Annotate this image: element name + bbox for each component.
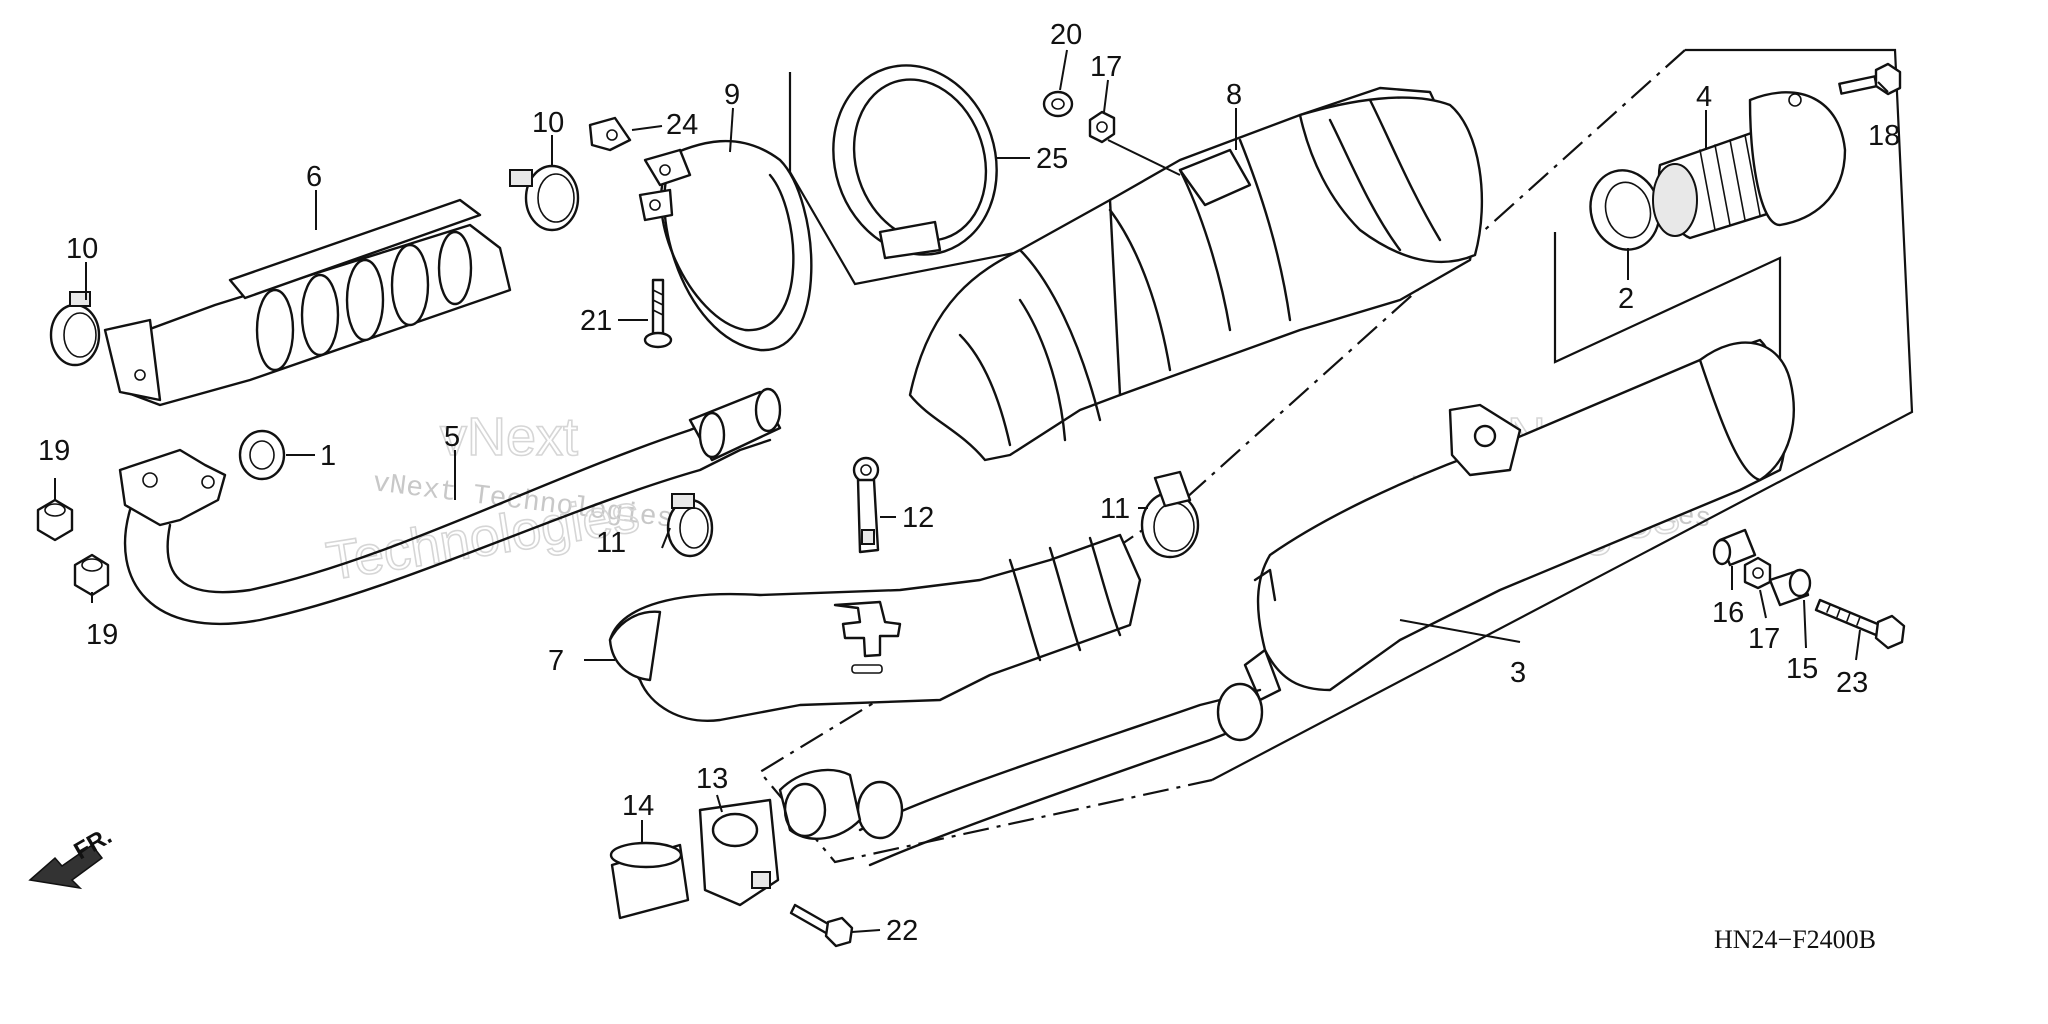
callout-15: 15 [1786,653,1818,685]
front-direction-arrow: FR. [28,822,116,890]
part-25-gasket-ring [832,64,998,260]
callout-18: 18 [1868,120,1900,152]
part-10-clamp-right [509,164,580,232]
callout-5: 5 [444,421,460,453]
callout-7: 7 [548,645,564,677]
callout-20: 20 [1050,19,1082,51]
callout-17-upper: 17 [1090,51,1122,83]
callout-24: 24 [666,109,698,141]
callout-10-right: 10 [532,107,564,139]
part-3-muffler [778,338,1795,867]
part-11-clamp-left [666,493,714,558]
callout-11-left: 11 [596,527,626,559]
callout-1: 1 [320,440,336,472]
part-8-muffler-protector [908,86,1484,462]
part-13-clamp [698,798,780,907]
part-4-spark-arrester [1652,91,1847,240]
part-19-nut-lower [73,553,110,597]
part-23-bolt [1814,598,1906,650]
leader-lines [54,49,1889,933]
callout-11-right: 11 [1100,493,1130,525]
part-24-clip-nut [588,116,632,152]
part-5-exhaust-pipe [118,387,782,626]
diagram-code: HN24−F2400B [1714,925,1876,954]
part-17-nut-lower [1743,556,1772,590]
part-9-band [638,139,813,352]
part-16-collar [1712,528,1757,567]
callout-21: 21 [580,305,612,337]
callout-12: 12 [902,502,934,534]
part-22-bolt [789,903,854,948]
part-10-clamp-left [49,291,101,367]
part-21-bolt [643,278,673,349]
callout-17-lower: 17 [1748,623,1780,655]
part-11-clamp-right [1140,470,1200,559]
part-18-bolt [1838,62,1902,96]
callout-19-lower: 19 [86,619,118,651]
watermark-left: vNext vNext Technologies Technologies [322,406,675,592]
part-20-washer [1042,90,1074,118]
callout-14: 14 [622,790,654,822]
callout-22: 22 [886,915,918,947]
part-17-nut-upper [1088,110,1116,144]
callout-16: 16 [1712,597,1744,629]
heat-shield-frame [788,72,1031,286]
callout-3: 3 [1510,657,1526,689]
callout-2: 2 [1618,283,1634,315]
part-19-nut-upper [36,498,74,542]
callout-25: 25 [1036,143,1068,175]
part-14-pipe-protector [609,841,690,920]
callout-6: 6 [306,161,322,193]
part-15-collar [1768,568,1812,607]
callout-13: 13 [696,763,728,795]
callout-9: 9 [724,79,740,111]
part-7-pipe-cover [608,533,1142,722]
callout-10-left: 10 [66,233,98,265]
callouts: 6 10 10 9 24 21 20 17 25 8 4 18 2 1 19 1… [38,19,1900,947]
callout-8: 8 [1226,79,1242,111]
part-1-gasket [238,429,286,481]
callout-19-upper: 19 [38,435,70,467]
part-6-exhaust-pipe-protector [103,198,512,407]
watermark-big-top-left: vNext [440,407,578,467]
part-12-stay [852,456,880,554]
callout-23: 23 [1836,667,1868,699]
callout-4: 4 [1696,81,1712,113]
